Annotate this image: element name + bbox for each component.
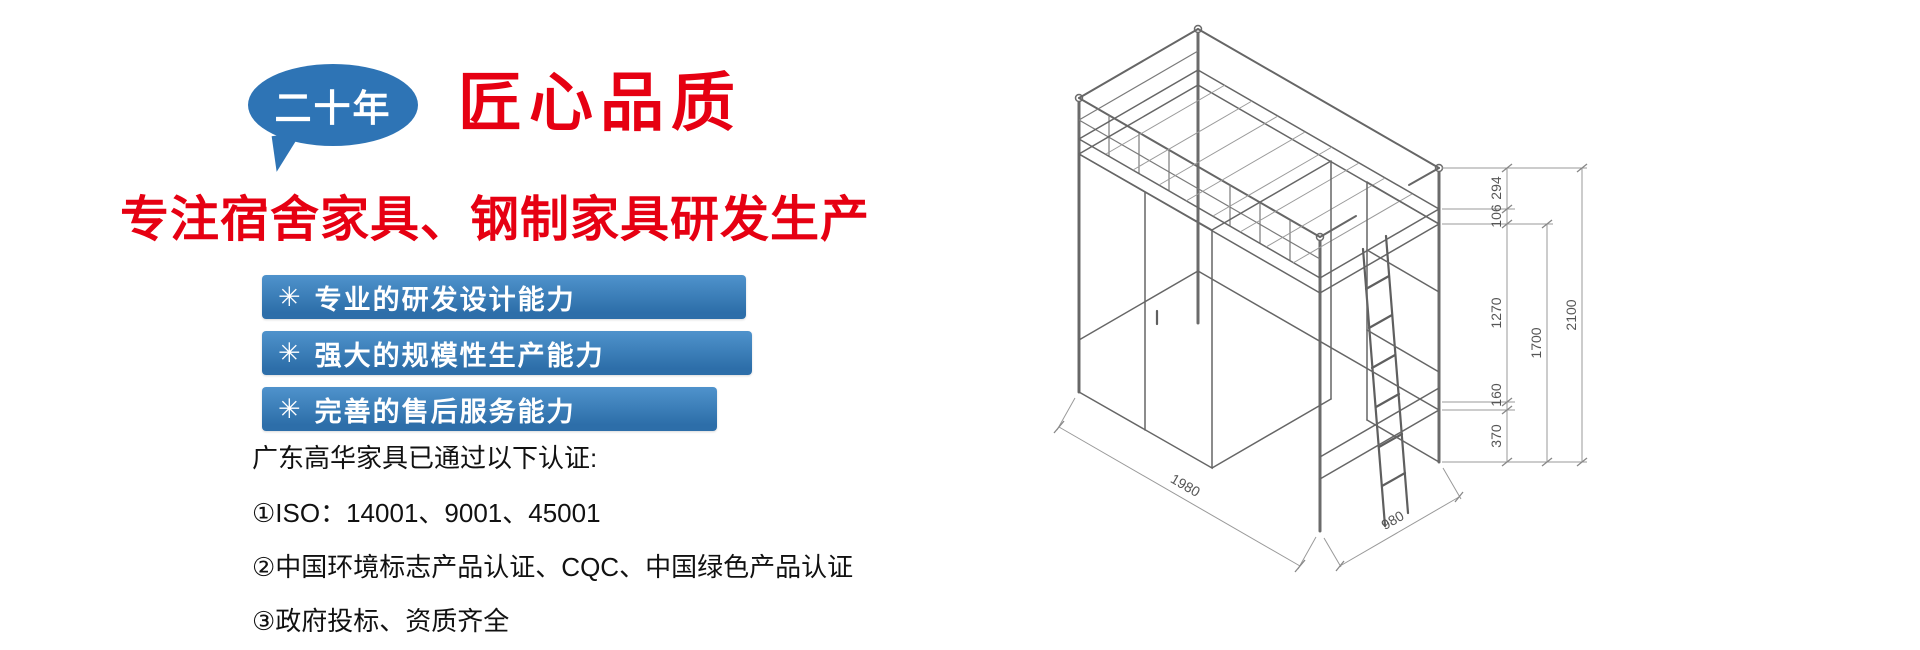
feature-label: 完善的售后服务能力: [314, 396, 576, 427]
bed-ladder: [1361, 234, 1410, 528]
feature-label: 专业的研发设计能力: [314, 284, 576, 315]
feature-label: 强大的规模性生产能力: [314, 340, 605, 371]
years-badge-text: 二十年: [274, 88, 392, 129]
certification-item-gov: ③政府投标、资质齐全: [252, 606, 510, 636]
feature-item-service: ✳ 完善的售后服务能力: [262, 387, 717, 431]
dim-clearance-label: 1270: [1488, 297, 1504, 328]
flower-icon: ✳: [278, 337, 301, 368]
vertical-dimensions: 294 106 1270 160 370 1700 2100: [1442, 163, 1588, 467]
dim-length-label: 1980: [1168, 470, 1203, 500]
feature-item-production: ✳ 强大的规模性生产能力: [262, 331, 752, 375]
years-badge: 二十年: [248, 64, 418, 146]
dim-rail-label: 294: [1488, 176, 1504, 200]
dim-total-label: 2100: [1563, 299, 1579, 330]
speech-bubble-tail: [271, 132, 307, 172]
dim-frame-label: 106: [1488, 204, 1504, 228]
guard-rails: [1078, 28, 1440, 261]
feature-item-rd: ✳ 专业的研发设计能力: [262, 275, 746, 319]
bed-deck: [1078, 69, 1440, 294]
certifications-block: 广东高华家具已通过以下认证: ①ISO：14001、9001、45001 ②中国…: [252, 438, 853, 650]
flower-icon: ✳: [278, 281, 301, 312]
certification-item-iso: ①ISO：14001、9001、45001: [252, 498, 601, 528]
dim-mid-label: 160: [1488, 383, 1504, 407]
certifications-intro: 广东高华家具已通过以下认证:: [252, 443, 598, 473]
dim-width-label: 980: [1378, 507, 1406, 533]
brand-slogan: 匠心品质: [458, 67, 742, 139]
bed-technical-drawing: 294 106 1270 160 370 1700 2100 1980: [1045, 6, 1645, 646]
wardrobe-cabinet: [1078, 152, 1332, 470]
lower-rails: [1078, 270, 1440, 480]
dim-base-label: 370: [1488, 424, 1504, 448]
main-headline: 专注宿舍家具、钢制家具研发生产: [120, 193, 871, 247]
feature-list: ✳ 专业的研发设计能力 ✳ 强大的规模性生产能力 ✳ 完善的售后服务能力: [262, 275, 752, 443]
dim-subtotal-label: 1700: [1528, 327, 1544, 358]
flower-icon: ✳: [278, 393, 301, 424]
shelf-unit: [1366, 181, 1440, 463]
certification-item-env: ②中国环境标志产品认证、CQC、中国绿色产品认证: [252, 552, 854, 582]
bed-posts: [1074, 24, 1444, 533]
